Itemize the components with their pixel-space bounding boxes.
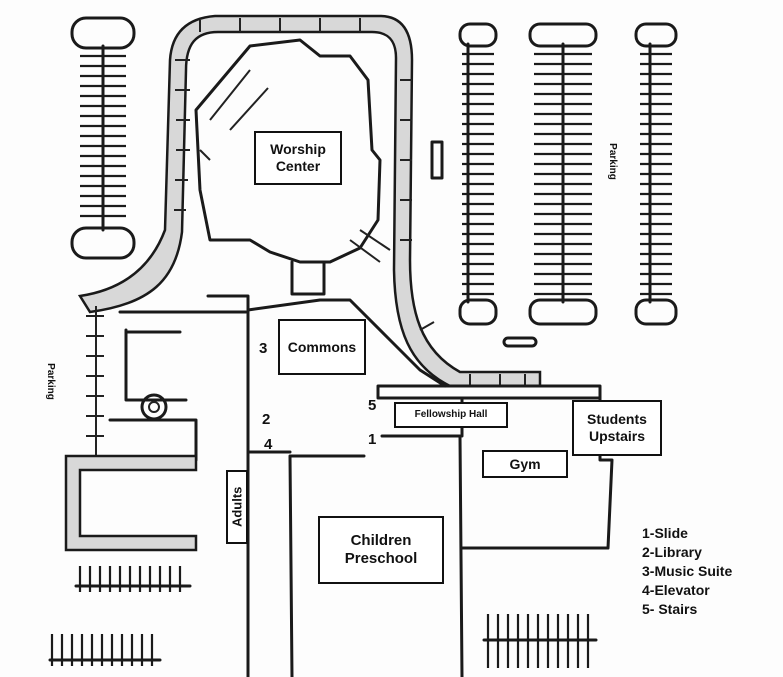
marker-library: 2 [262, 411, 271, 428]
gym-label: Gym [482, 450, 568, 478]
parking-lot-northwest [70, 16, 136, 260]
commons-label: Commons [278, 319, 366, 375]
students-upstairs-label: Students Upstairs [572, 400, 662, 456]
west-structures [64, 306, 248, 552]
legend-item-music-suite: 3-Music Suite [642, 562, 733, 579]
marker-slide: 1 [368, 431, 377, 448]
parking-lot-south [48, 566, 598, 668]
map-legend: 1-Slide 2-Library 3-Music Suite 4-Elevat… [642, 524, 732, 618]
adults-text: Adults [229, 486, 245, 528]
adults-label: Adults [226, 470, 248, 544]
legend-item-library: 2-Library [642, 543, 702, 560]
parking-label-east: Parking [606, 143, 618, 180]
worship-center-label: Worship Center [254, 131, 342, 185]
marker-music-suite: 3 [259, 340, 268, 357]
legend-item-elevator: 4-Elevator [642, 581, 710, 598]
legend-item-stairs: 5- Stairs [642, 600, 698, 617]
planter [502, 336, 538, 348]
parking-lot-northeast [458, 22, 678, 326]
legend-item-slide: 1-Slide [642, 525, 688, 541]
fellowship-hall-label: Fellowship Hall [394, 402, 508, 428]
marker-elevator: 4 [264, 436, 273, 453]
main-building-outline [206, 260, 447, 677]
parking-label-west: Parking [44, 363, 56, 400]
worship-center-building [194, 38, 444, 264]
marker-stairs: 5 [368, 397, 377, 414]
children-preschool-label: Children Preschool [318, 516, 444, 584]
